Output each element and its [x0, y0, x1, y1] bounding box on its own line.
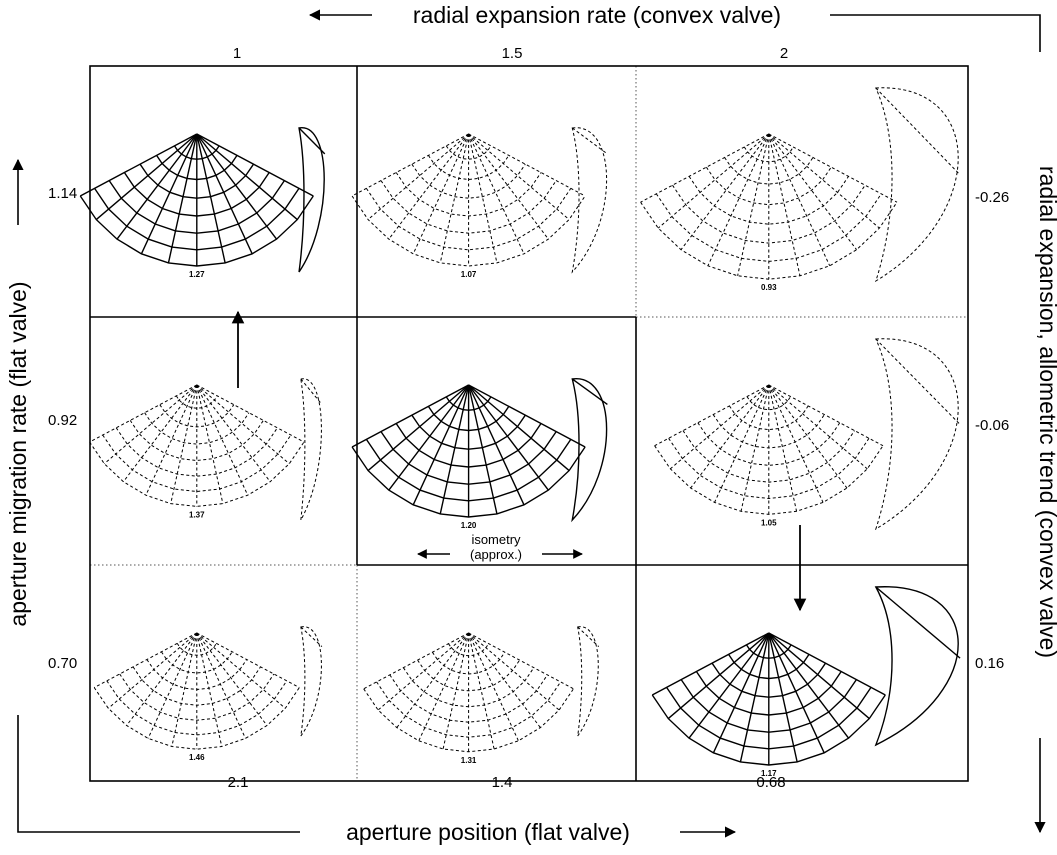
shell-cell-2: 1.07 [351, 127, 608, 279]
bottom-tick-1: 2.1 [228, 774, 249, 791]
shell-cell-4: 1.37 [89, 378, 323, 521]
shell-profile [874, 586, 961, 747]
shell-value-label: 1.17 [761, 769, 777, 778]
shell-profile [874, 87, 961, 283]
left-bottom-connector [17, 715, 300, 833]
top-axis-title: radial expansion rate (convex valve) [413, 2, 781, 28]
top-tick-2: 1.5 [502, 45, 523, 62]
isometry-approx-label: (approx.) [470, 547, 522, 562]
shell-value-label: 0.93 [761, 283, 777, 292]
shell-cell-8: 1.31 [363, 626, 600, 765]
right-tick-2: -0.06 [975, 417, 1009, 434]
left-tick-2: 0.92 [48, 412, 77, 429]
left-tick-1: 1.14 [48, 185, 77, 202]
shell-cell-7: 1.46 [93, 626, 323, 762]
shell-cell-6: 1.05 [654, 338, 961, 531]
shell-profile [571, 378, 608, 523]
top-tick-3: 2 [780, 45, 788, 62]
shell-value-label: 1.37 [189, 510, 205, 519]
shell-profile [300, 626, 323, 737]
shell-profile [874, 338, 961, 531]
shell-cell-1: 1.27 [79, 127, 326, 279]
shell-profile [298, 127, 326, 273]
shell-value-label: 1.27 [189, 270, 205, 279]
outer-frame [89, 65, 969, 782]
shell-fan [93, 632, 300, 750]
shell-fan [351, 384, 586, 518]
isometry-label: isometry [471, 532, 521, 547]
shell-value-label: 1.46 [189, 753, 205, 762]
shell-value-label: 1.31 [461, 756, 477, 765]
shell-fan [651, 632, 886, 766]
shell-fan [640, 133, 898, 280]
shell-profile [571, 127, 608, 274]
top-tick-1: 1 [233, 45, 241, 62]
right-axis-title: radial expansion, allometric trend (conv… [1035, 166, 1057, 658]
shell-cell-9: 1.17 [651, 586, 961, 778]
right-tick-1: -0.26 [975, 189, 1009, 206]
bottom-tick-2: 1.4 [492, 774, 513, 791]
top-right-connector [830, 14, 1041, 52]
left-tick-3: 0.70 [48, 655, 77, 672]
bottom-axis-title: aperture position (flat valve) [346, 819, 630, 845]
shell-cell-5: 1.20 [351, 378, 608, 530]
shell-fan [363, 632, 574, 753]
shell-fan [89, 384, 305, 507]
shell-profile [577, 626, 600, 737]
shell-cell-3: 0.93 [640, 87, 961, 292]
shell-profile [300, 378, 323, 521]
left-axis-title: aperture migration rate (flat valve) [5, 281, 31, 626]
shell-value-label: 1.20 [461, 521, 477, 530]
right-tick-3: 0.16 [975, 655, 1004, 672]
shell-cells: 1.27 1.07 0.93 1.37 1.20 1.05 1.46 1.31 1.17 [79, 87, 961, 778]
shell-value-label: 1.07 [461, 270, 477, 279]
shell-fan [654, 384, 884, 515]
shell-fan [79, 133, 314, 267]
bottom-tick-3: 0.68 [756, 774, 785, 791]
shell-value-label: 1.05 [761, 518, 777, 527]
shell-fan [351, 133, 586, 267]
